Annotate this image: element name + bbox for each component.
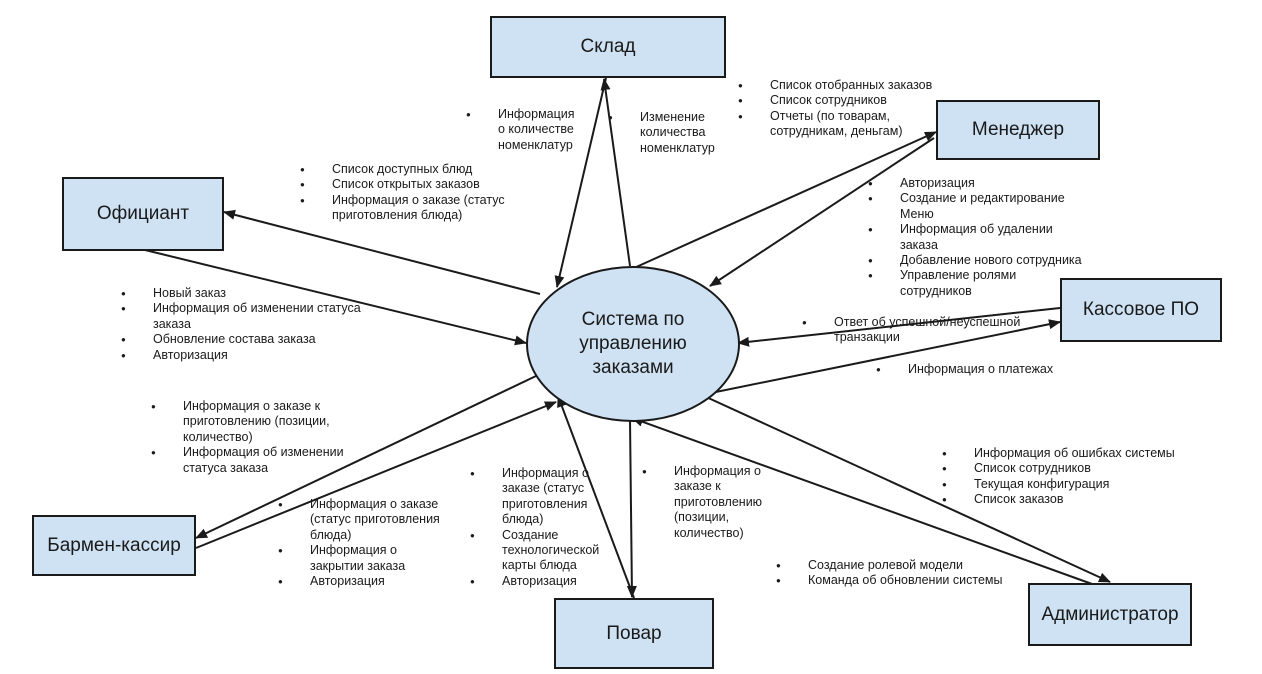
notes-oficiant-to-system: Новый заказИнформация об изменении стату… (121, 286, 361, 363)
note-item: Информация об удалении заказа (868, 222, 1082, 253)
note-item: Список сотрудников (738, 93, 932, 109)
note-item: Создание технологической карты блюда (470, 528, 599, 574)
notes-system-to-povar: Информация о заказе к приготовлению (поз… (642, 464, 762, 541)
note-item: Авторизация (470, 574, 599, 590)
oficiant-box: Официант (62, 177, 224, 251)
sklad-box: Склад (490, 16, 726, 78)
notes-system-to-manager: Список отобранных заказовСписок сотрудни… (738, 78, 932, 140)
notes-admin-to-system: Создание ролевой моделиКоманда об обновл… (776, 558, 1003, 589)
notes-system-to-oficiant: Список доступных блюдСписок открытых зак… (300, 162, 505, 224)
note-item: Информация о заказе к приготовлению (поз… (151, 399, 344, 445)
note-item: Текущая конфигурация (942, 477, 1175, 493)
note-item: Информация о заказе к приготовлению (поз… (642, 464, 762, 541)
note-item: Информация об изменении статуса заказа (121, 301, 361, 332)
note-item: Информация о количестве номенклатур (466, 107, 574, 153)
note-item: Список заказов (942, 492, 1175, 508)
povar-box: Повар (554, 598, 714, 669)
note-item: Список сотрудников (942, 461, 1175, 477)
arrow-system-to-manager (633, 131, 937, 269)
note-item: Команда об обновлении системы (776, 573, 1002, 589)
note-item: Авторизация (121, 348, 361, 364)
kassovoe-box: Кассовое ПО (1060, 278, 1222, 342)
note-item: Информация о заказе (статус приготовлени… (278, 497, 440, 543)
admin-box: Администратор (1028, 583, 1192, 646)
note-item: Обновление состава заказа (121, 332, 361, 348)
notes-sklad-to-system: Информация о количестве номенклатур (466, 107, 574, 153)
notes-kassovoe-to-system: Ответ об успешной/неуспешной транзакции (802, 315, 1020, 346)
arrow-system-to-sklad (600, 78, 631, 267)
arrow-admin-to-system (631, 417, 1093, 585)
note-item: Авторизация (278, 574, 440, 590)
note-item: Список доступных блюд (300, 162, 505, 178)
arrow-system-to-povar (626, 419, 637, 598)
note-item: Добавление нового сотрудника (868, 253, 1082, 269)
barmen-box: Бармен-кассир (32, 515, 196, 576)
note-item: Информация об изменении статуса заказа (151, 445, 343, 476)
note-item: Информация об ошибках системы (942, 446, 1175, 462)
arrow-barmen-to-system (195, 401, 557, 549)
note-item: Отчеты (по товарам, сотрудникам, деньгам… (738, 109, 932, 140)
note-item: Создание и редактирование Меню (868, 191, 1082, 222)
arrow-system-to-admin (703, 395, 1111, 583)
notes-system-to-kassovoe: Информация о платежах (876, 362, 1053, 378)
note-item: Изменение количества номенклатур (608, 110, 715, 156)
manager-box: Менеджер (936, 100, 1100, 160)
arrow-system-to-oficiant (223, 209, 541, 295)
notes-system-to-admin: Информация об ошибках системыСписок сотр… (942, 446, 1175, 508)
note-item: Авторизация (868, 176, 1082, 192)
arrow-manager-to-system (709, 137, 935, 287)
note-item: Ответ об успешной/неуспешной транзакции (802, 315, 1020, 346)
central-system-ellipse: Система по управлению заказами (526, 266, 740, 422)
notes-povar-to-system: Информация о заказе (статус приготовлени… (470, 466, 599, 590)
note-item: Новый заказ (121, 286, 361, 302)
notes-barmen-to-system: Информация о заказе (статус приготовлени… (278, 497, 440, 590)
arrow-system-to-barmen (195, 375, 537, 539)
note-item: Список открытых заказов (300, 177, 505, 193)
note-item: Информация о закрытии заказа (278, 543, 440, 574)
notes-manager-to-system: АвторизацияСоздание и редактирование Мен… (868, 176, 1082, 299)
note-item: Список отобранных заказов (738, 78, 932, 94)
note-item: Управление ролями сотрудников (868, 268, 1082, 299)
notes-system-to-sklad: Изменение количества номенклатур (608, 110, 715, 156)
note-item: Информация о заказе (статус приготовлени… (470, 466, 599, 528)
notes-system-to-barmen: Информация о заказе к приготовлению (поз… (151, 399, 344, 476)
note-item: Информация о заказе (статус приготовлени… (300, 193, 505, 224)
arrow-sklad-to-system (554, 77, 607, 288)
note-item: Создание ролевой модели (776, 558, 1003, 574)
note-item: Информация о платежах (876, 362, 1053, 378)
